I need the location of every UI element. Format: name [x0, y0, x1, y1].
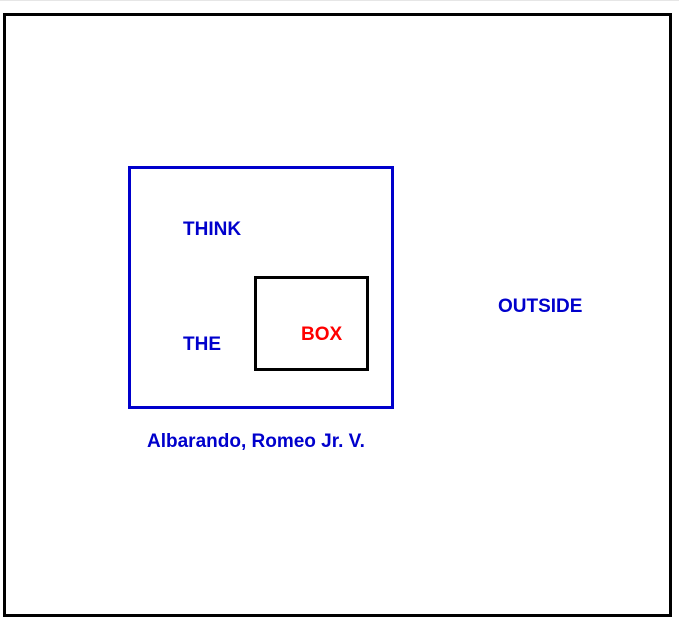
blue-box [128, 166, 394, 409]
author-credit: Albarando, Romeo Jr. V. [147, 431, 365, 452]
word-think: THINK [183, 219, 242, 240]
word-outside: OUTSIDE [498, 296, 583, 317]
outer-frame [3, 13, 672, 617]
inner-black-box [254, 276, 369, 371]
word-box: BOX [301, 324, 343, 345]
word-the: THE [183, 334, 221, 355]
